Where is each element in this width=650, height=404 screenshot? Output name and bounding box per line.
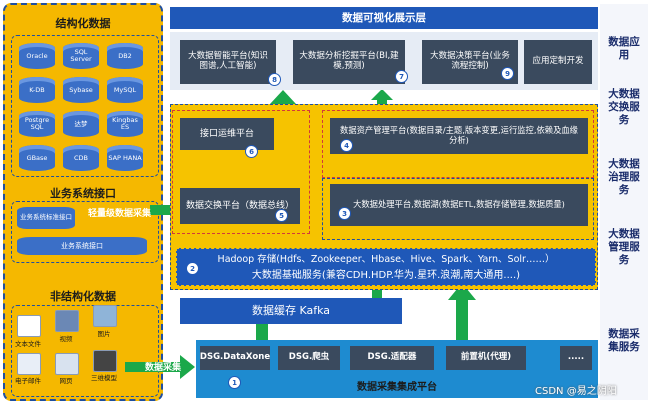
side-label-governance: 大数据治理服务 <box>608 158 640 196</box>
webpage-icon <box>55 353 79 375</box>
db-cylinder: Postgre SQL <box>19 111 55 137</box>
3d-model-icon <box>93 350 117 372</box>
video-label: 视频 <box>59 335 73 343</box>
collect-crawler: DSG.爬虫 <box>278 346 340 370</box>
up-arrow-collect <box>448 283 476 340</box>
business-interface-title: 业务系统接口 <box>50 187 116 200</box>
asset-management-platform: 数据资产管理平台(数据目录/主题,版本变更,运行监控,依赖及血缘分析) <box>330 118 588 154</box>
side-label-exchange: 大数据交换服务 <box>608 88 640 126</box>
text-file-icon <box>17 315 41 337</box>
source-panel: 结构化数据 Oracle SQL Server DB2 K-DB Sybase … <box>3 3 163 401</box>
badge-7: 7 <box>395 70 408 83</box>
text-file-label: 文本文件 <box>15 340 41 348</box>
visualization-layer-title: 数据可视化展示层 <box>170 7 598 29</box>
collect-more: ..... <box>560 346 592 370</box>
business-interface-group <box>11 201 159 263</box>
custom-app-dev: 应用定制开发 <box>524 40 592 84</box>
db-cylinder: SQL Server <box>63 43 99 69</box>
badge-4: 4 <box>340 139 353 152</box>
analysis-mining-platform: 大数据分析挖掘平台(BI,建模,预测) <box>293 40 405 84</box>
collect-dataxone: DSG.DataXone <box>200 346 270 370</box>
collection-platform-title: 数据采集集成平台 <box>357 382 437 393</box>
db-cylinder: K-DB <box>19 77 55 103</box>
db-cylinder: DB2 <box>107 43 143 69</box>
image-label: 图片 <box>97 330 111 338</box>
badge-2: 2 <box>186 262 199 275</box>
video-icon <box>55 310 79 332</box>
email-icon <box>17 353 41 375</box>
db-cylinder: 达梦 <box>63 111 99 137</box>
watermark: CSDN @易之阴阳 <box>535 386 617 397</box>
db-cylinder: Kingbas ES <box>107 111 143 137</box>
interface-ops-platform: 接口运维平台 <box>180 118 274 150</box>
collect-frontend-proxy: 前置机(代理) <box>446 346 526 370</box>
db-cylinder: SAP HANA <box>107 145 143 171</box>
webpage-label: 网页 <box>59 377 73 385</box>
db-cylinder: Sybase <box>63 77 99 103</box>
unstructured-data-title: 非结构化数据 <box>50 290 116 303</box>
structured-data-group <box>11 35 159 177</box>
side-label-column <box>600 4 648 400</box>
processing-group <box>322 178 594 240</box>
db-cylinder: MySQL <box>107 77 143 103</box>
badge-5: 5 <box>275 209 288 222</box>
business-interface-cylinder: 业务系统接口 <box>17 237 147 255</box>
collect-adapter: DSG.适配器 <box>350 346 434 370</box>
badge-6: 6 <box>245 145 258 158</box>
badge-8: 8 <box>268 73 281 86</box>
intelligence-platform: 大数据智能平台(知识图谱,人工智能) <box>180 40 276 84</box>
standard-interface-cylinder: 业务系统标准接口 <box>17 207 75 229</box>
badge-9: 9 <box>501 67 514 80</box>
exchange-group <box>172 110 310 234</box>
badge-3: 3 <box>338 207 351 220</box>
hadoop-base-services-text: 大数据基础服务(兼容CDH.HDP.华为.星环.浪潮,南大通用....) <box>251 270 521 281</box>
hadoop-storage-text: Hadoop 存储(Hdfs、Zookeeper、Hbase、Hive、Spar… <box>217 254 555 265</box>
processing-platform: 大数据处理平台,数据湖(数据ETL,数据存储管理,数据质量) <box>330 184 588 226</box>
3d-model-label: 三维模型 <box>91 374 117 382</box>
side-label-data-app: 数据应用 <box>608 36 640 61</box>
kafka-cache: 数据缓存 Kafka <box>180 298 402 324</box>
hadoop-layer <box>176 248 596 286</box>
data-collect-label: 数据采集 <box>145 363 182 373</box>
db-cylinder: GBase <box>19 145 55 171</box>
structured-data-title: 结构化数据 <box>55 17 111 30</box>
badge-1: 1 <box>228 376 241 389</box>
email-label: 电子邮件 <box>15 377 41 385</box>
light-collect-label: 轻量级数据采集 <box>88 209 152 219</box>
db-cylinder: Oracle <box>19 43 55 69</box>
image-icon <box>93 305 117 327</box>
unstructured-data-group <box>11 305 159 397</box>
side-label-collection: 数据采集服务 <box>608 328 640 353</box>
db-cylinder: CDB <box>63 145 99 171</box>
asset-group <box>322 110 594 178</box>
side-label-management: 大数据管理服务 <box>608 228 640 266</box>
